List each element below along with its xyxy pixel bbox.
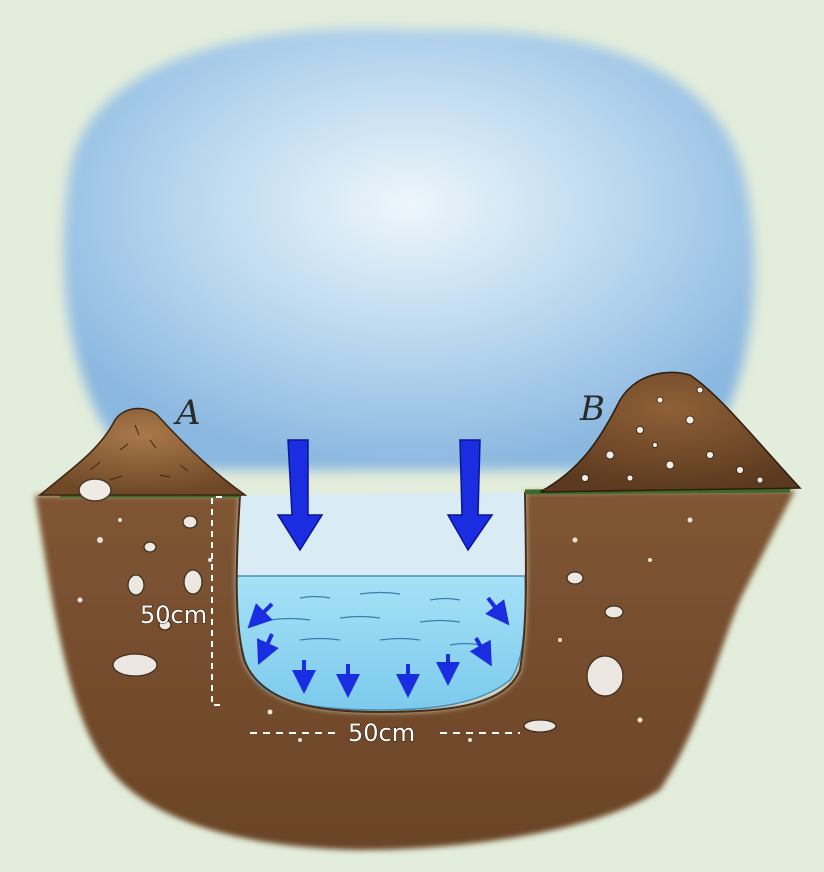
pile-a-label: A — [173, 393, 201, 433]
depth-label: 50cm — [140, 601, 207, 629]
rock-icon — [113, 654, 157, 676]
rock-icon — [567, 572, 583, 584]
rock-icon — [79, 479, 111, 501]
pit-opening — [236, 492, 525, 576]
rock-icon — [587, 656, 623, 696]
rock-icon — [605, 606, 623, 618]
rock-icon — [183, 516, 197, 528]
water-pool — [236, 576, 525, 710]
pile-b-label: B — [579, 389, 605, 429]
rock-icon — [524, 720, 556, 732]
rock-icon — [128, 575, 144, 595]
width-label: 50cm — [348, 719, 415, 747]
rock-icon — [144, 542, 156, 552]
rock-icon — [184, 570, 202, 594]
